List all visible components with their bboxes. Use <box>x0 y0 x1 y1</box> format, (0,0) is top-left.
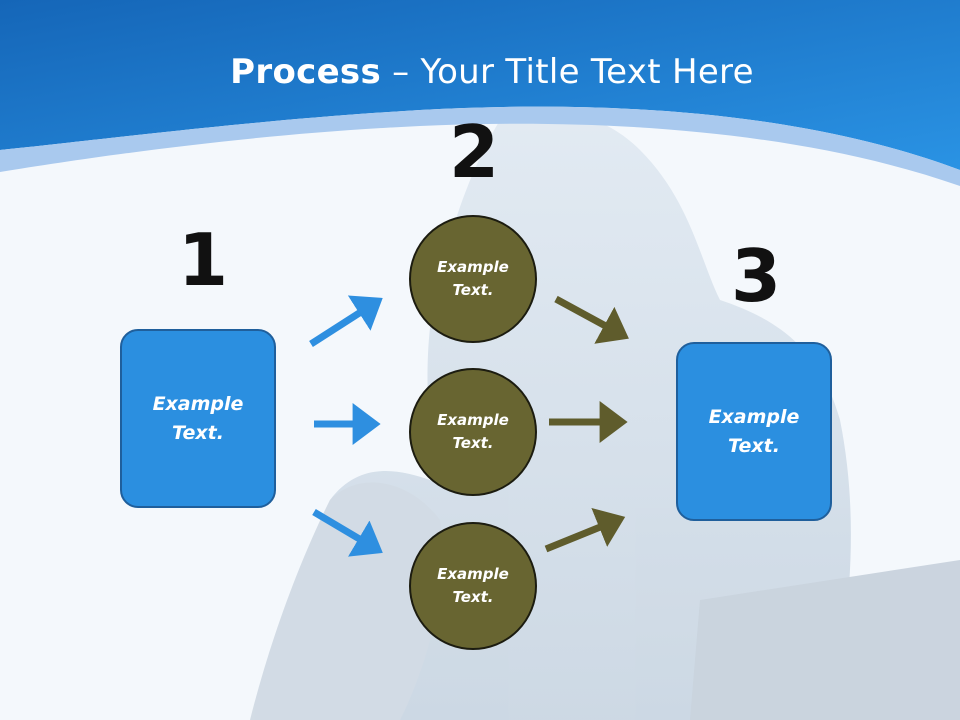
step-2-number: 2 <box>449 110 500 194</box>
arrow-1-to-top <box>309 295 383 347</box>
arrow-1-to-bottom <box>312 508 383 557</box>
title-bold: Process <box>230 52 382 92</box>
arrow-top-to-3 <box>554 295 629 344</box>
step-2-circle-top-label: Example Text. <box>437 258 509 299</box>
step-1-label: Example Text. <box>152 392 244 444</box>
step-2-circle-middle-label: Example Text. <box>437 411 509 452</box>
step-2-circle-top: Example Text. <box>409 215 537 343</box>
title-rest: – Your Title Text Here <box>381 52 754 92</box>
step-3-number: 3 <box>731 234 782 318</box>
step-3-label: Example Text. <box>708 405 800 457</box>
step-3-box: Example Text. <box>676 342 832 521</box>
step-2-circle-bottom: Example Text. <box>409 522 537 650</box>
background-photo <box>250 110 960 720</box>
step-1-box: Example Text. <box>120 329 276 508</box>
step-2-circle-middle: Example Text. <box>409 368 537 496</box>
arrow-bottom-to-3 <box>544 507 626 553</box>
slide-title: Process – Your Title Text Here <box>0 52 960 92</box>
step-1-number: 1 <box>178 218 229 302</box>
step-2-circle-bottom-label: Example Text. <box>437 565 509 606</box>
